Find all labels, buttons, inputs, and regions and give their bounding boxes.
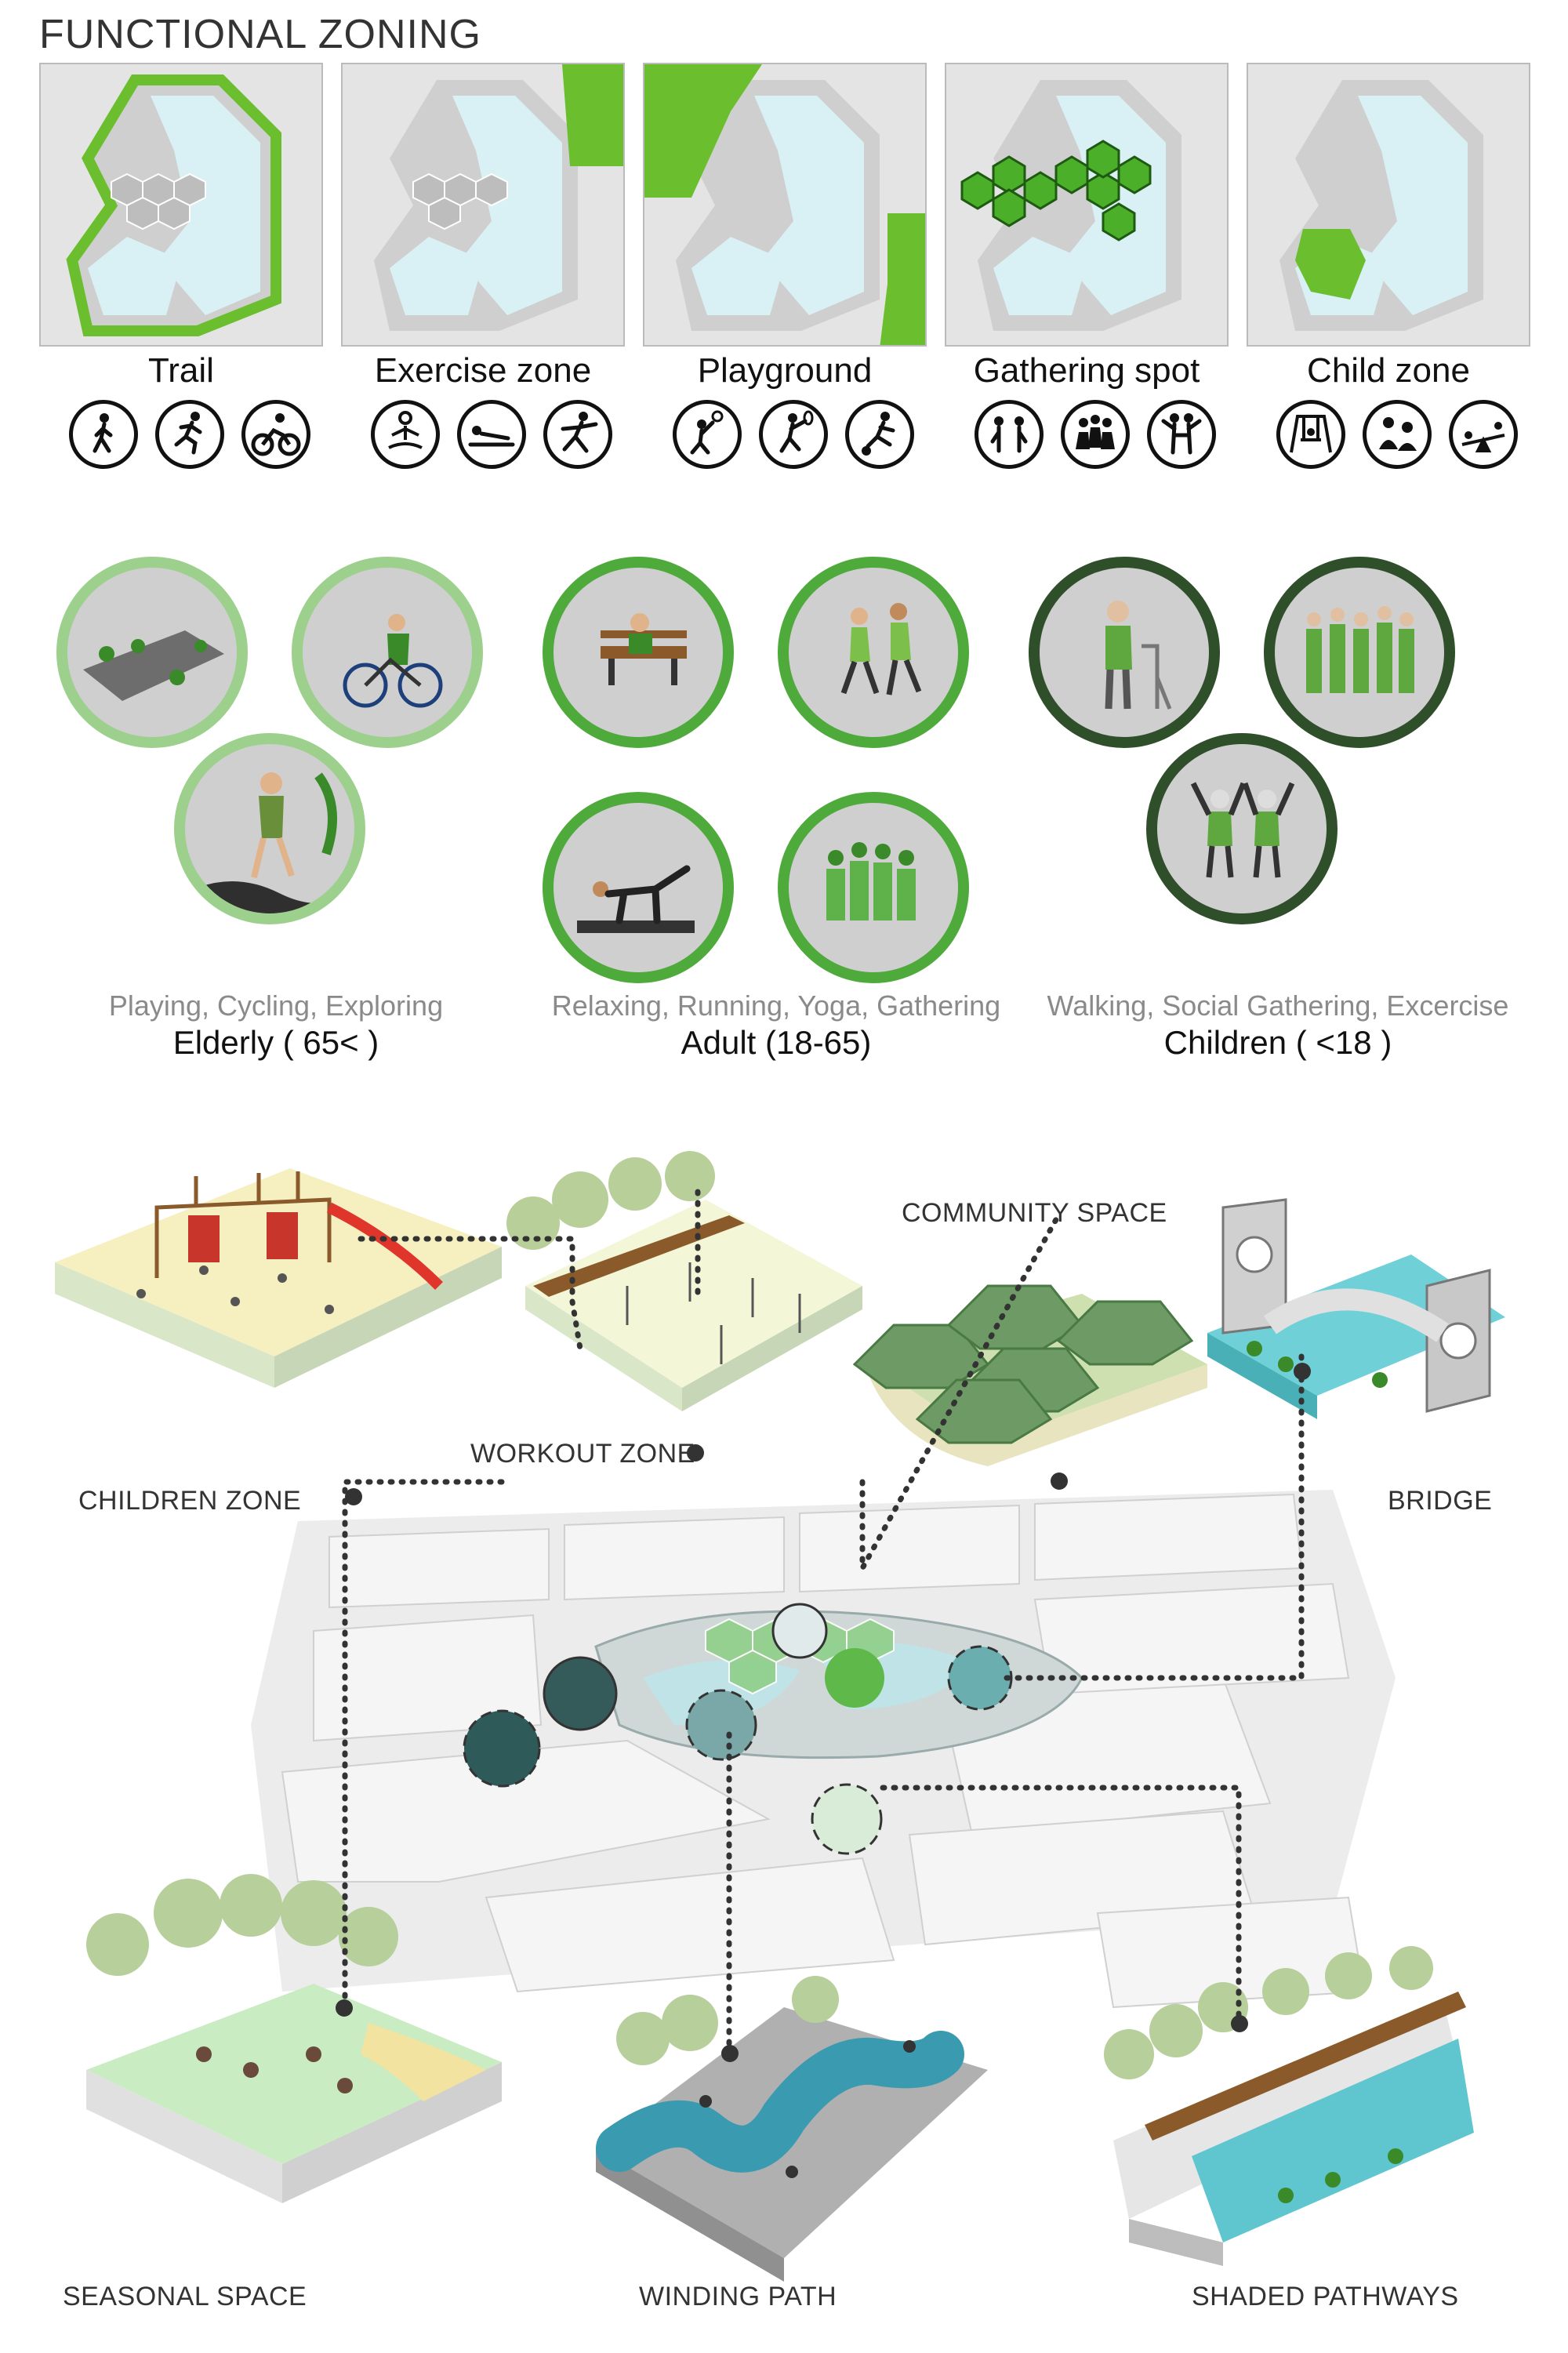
children-walking-illustration: [1029, 557, 1220, 748]
children-zone-marker: [345, 1488, 362, 1505]
children-activities: Walking, Social Gathering, Excercise: [1047, 989, 1509, 1022]
bridge-model: [1207, 1198, 1505, 1419]
shaded-pathways-marker: [1231, 2015, 1248, 2032]
seesaw-icon: [1449, 400, 1518, 469]
gathering-spot-map: [945, 63, 1229, 347]
children-exercise-illustration: [1146, 733, 1338, 924]
elderly-age-group: Elderly ( 65< ): [172, 1024, 379, 1061]
bridge-label: BRIDGE: [1388, 1486, 1493, 1516]
running-icon: [155, 400, 224, 469]
central-site-model: [251, 1490, 1396, 2009]
group-icon: [1061, 400, 1130, 469]
community-space-label: COMMUNITY SPACE: [902, 1198, 1167, 1228]
shaded-pathways-model: [1104, 1946, 1474, 2266]
seasonal-space-model: [86, 1874, 502, 2203]
stretching-icon: [457, 400, 526, 469]
elderly-playing-illustration: [56, 557, 248, 748]
adult-activities: Relaxing, Running, Yoga, Gathering: [551, 989, 1001, 1022]
friends-icon: [1147, 400, 1216, 469]
community-space-marker: [1051, 1472, 1068, 1490]
elderly-activities: Playing, Cycling, Exploring: [108, 989, 444, 1022]
bridge-marker: [1294, 1363, 1311, 1380]
children-zone-label: CHILDREN ZONE: [78, 1486, 302, 1516]
child-zone-map: [1247, 63, 1530, 347]
winding-path-label: WINDING PATH: [639, 2282, 837, 2311]
zone-name-playground: Playground: [697, 351, 873, 390]
connector-lines: [342, 1189, 1305, 2057]
workout-zone-label: WORKOUT ZONE: [470, 1439, 695, 1469]
children-zone-model: [55, 1168, 502, 1388]
exercise-zone-map: [341, 63, 625, 347]
walking-icon: [69, 400, 138, 469]
kids-icon: [1363, 400, 1432, 469]
seasonal-space-marker: [336, 1999, 353, 2017]
children-social-gathering-illustration: [1264, 557, 1455, 748]
meditation-icon: [371, 400, 440, 469]
adult-yoga-illustration: [543, 792, 734, 983]
winding-path-model: [596, 1976, 988, 2282]
adult-age-group: Adult (18-65): [681, 1024, 872, 1061]
swing-icon: [1276, 400, 1345, 469]
workout-zone-model: [506, 1151, 862, 1411]
elderly-cycling-illustration: [292, 557, 483, 748]
adult-gathering-illustration: [778, 792, 969, 983]
zone-name-exercise: Exercise zone: [374, 351, 592, 390]
seasonal-space-label: SEASONAL SPACE: [63, 2282, 307, 2311]
badminton-icon: [759, 400, 828, 469]
playground-map: [643, 63, 927, 347]
two-people-icon: [975, 400, 1044, 469]
cycling-icon: [241, 400, 310, 469]
shaded-pathways-label: SHADED PATHWAYS: [1192, 2282, 1459, 2311]
winding-path-marker: [721, 2045, 739, 2062]
exercise-icon: [543, 400, 612, 469]
zone-name-trail: Trail: [148, 351, 214, 390]
children-age-group: Children ( <18 ): [1163, 1024, 1392, 1061]
football-icon: [845, 400, 914, 469]
site-axonometric-diagram: [55, 1151, 1505, 2282]
elderly-exploring-illustration: [174, 733, 365, 924]
volleyball-icon: [673, 400, 742, 469]
community-space-model: [852, 1284, 1207, 1466]
zone-name-child: Child zone: [1307, 351, 1470, 390]
workout-zone-marker: [687, 1444, 704, 1462]
adult-relaxing-illustration: [543, 557, 734, 748]
zone-name-gathering: Gathering spot: [973, 351, 1200, 390]
adult-running-illustration: [778, 557, 969, 748]
page-title: FUNCTIONAL ZONING: [39, 12, 481, 57]
trail-zone-map: [39, 63, 323, 347]
